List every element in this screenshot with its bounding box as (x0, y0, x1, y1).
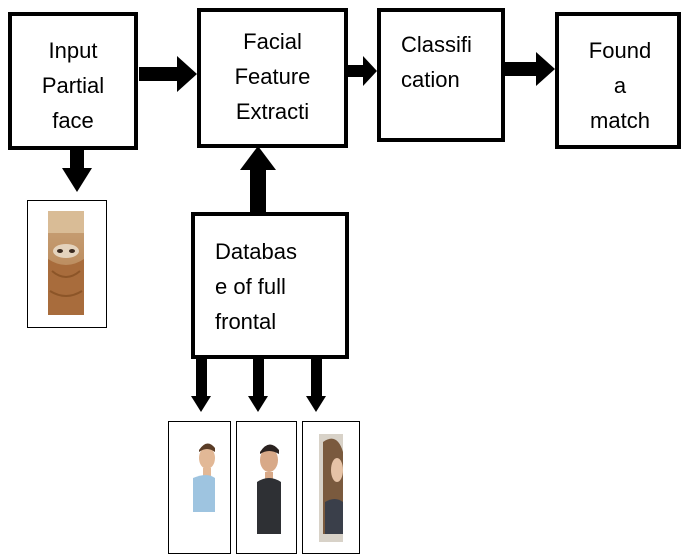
classification-label: Classifi cation (401, 32, 472, 92)
partial-face-photo-frame (27, 200, 107, 328)
arrow-input-to-photo (62, 150, 92, 192)
found-a-match-label: Found a match (588, 38, 652, 133)
arrow-database-to-photo-1 (191, 358, 211, 412)
input-partial-face-box: Input Partial face (8, 12, 138, 150)
input-partial-face-label: Input Partial face (41, 38, 105, 133)
arrow-input-to-extraction (139, 56, 197, 92)
woman-face-photo-icon (319, 434, 343, 542)
classification-box: Classifi cation (377, 8, 505, 142)
frontal-face-photo-frame-2 (236, 421, 297, 554)
arrow-classification-to-match (504, 52, 555, 86)
arrow-database-to-photo-3 (306, 358, 326, 412)
man-face-photo-1-icon (189, 434, 215, 542)
arrow-database-to-extraction (240, 146, 276, 212)
database-full-frontal-label: Databas e of full frontal (215, 239, 297, 334)
frontal-face-photo-frame-1 (168, 421, 231, 554)
database-full-frontal-box: Databas e of full frontal (191, 212, 349, 359)
arrow-extraction-to-classification (347, 56, 377, 86)
facial-feature-extraction-box: Facial Feature Extracti (197, 8, 348, 148)
man-face-photo-2-icon (255, 436, 281, 542)
found-a-match-box: Found a match (555, 12, 681, 149)
frontal-face-photo-frame-3 (302, 421, 360, 554)
veiled-face-photo-icon (48, 211, 84, 315)
arrow-database-to-photo-2 (248, 358, 268, 412)
facial-feature-extraction-label: Facial Feature Extracti (234, 29, 311, 124)
